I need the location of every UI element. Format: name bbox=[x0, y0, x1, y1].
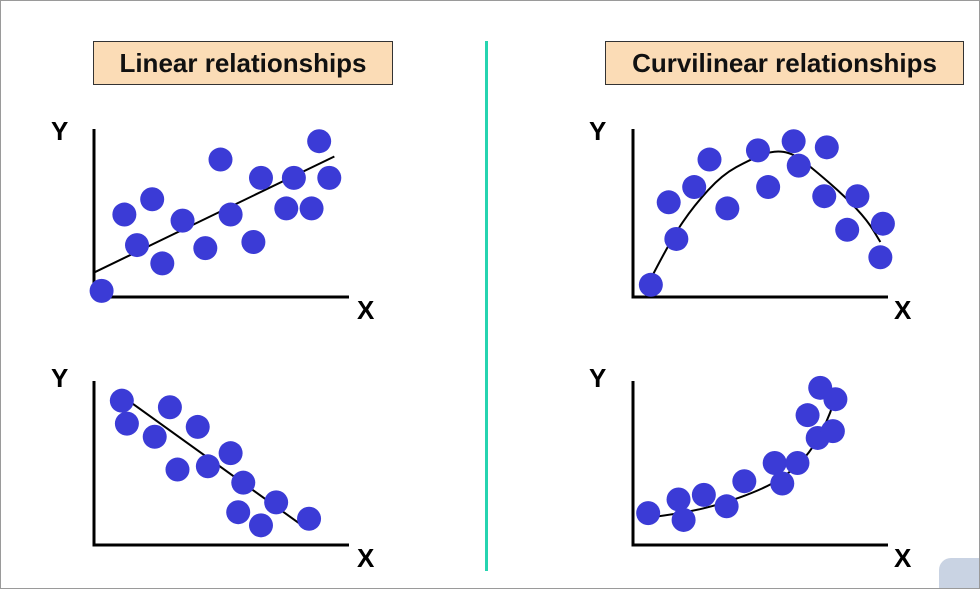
curvilinear-exponential-point-4 bbox=[714, 494, 739, 519]
curvilinear-peak-point-12 bbox=[835, 217, 860, 242]
linear-positive-point-5 bbox=[170, 208, 195, 233]
linear-negative-point-4 bbox=[165, 457, 190, 482]
linear-negative-point-8 bbox=[231, 470, 256, 495]
linear-negative-axes bbox=[92, 381, 349, 547]
title-curvilinear-relationships: Curvilinear relationships bbox=[605, 41, 964, 85]
curvilinear-peak-x-label: X bbox=[894, 295, 912, 325]
vertical-divider bbox=[485, 41, 488, 571]
curvilinear-exponential-point-2 bbox=[671, 507, 696, 532]
curvilinear-peak-point-13 bbox=[845, 184, 870, 209]
linear-positive-point-14 bbox=[307, 129, 332, 154]
linear-positive-point-10 bbox=[248, 165, 273, 190]
curvilinear-exponential-point-7 bbox=[770, 471, 795, 496]
curvilinear-exponential-point-5 bbox=[732, 469, 757, 494]
curvilinear-peak-point-14 bbox=[870, 211, 895, 236]
linear-negative-y-label: Y bbox=[51, 363, 68, 393]
curvilinear-peak-point-8 bbox=[781, 129, 806, 154]
linear-negative-point-6 bbox=[195, 454, 220, 479]
linear-negative-x-label: X bbox=[357, 543, 375, 573]
curvilinear-peak-point-2 bbox=[656, 190, 681, 215]
curvilinear-exponential-point-0 bbox=[636, 501, 661, 526]
linear-positive-point-4 bbox=[150, 251, 175, 276]
linear-negative-point-2 bbox=[142, 424, 167, 449]
linear-positive-point-6 bbox=[193, 236, 218, 261]
curvilinear-peak-point-3 bbox=[682, 175, 707, 200]
linear-positive-point-9 bbox=[241, 230, 266, 255]
curvilinear-exponential-y-label: Y bbox=[589, 363, 606, 393]
linear-positive-point-3 bbox=[140, 187, 165, 212]
linear-positive-x-label: X bbox=[357, 295, 375, 325]
linear-positive-point-13 bbox=[299, 196, 324, 221]
curvilinear-peak-point-7 bbox=[756, 175, 781, 200]
linear-negative-point-5 bbox=[185, 414, 210, 439]
linear-positive-point-8 bbox=[218, 202, 243, 227]
curvilinear-peak-point-10 bbox=[812, 184, 837, 209]
linear-positive-point-0 bbox=[89, 278, 114, 303]
curvilinear-peak-point-5 bbox=[715, 196, 740, 221]
linear-negative-point-11 bbox=[264, 490, 289, 515]
curvilinear-exponential-x-label: X bbox=[894, 543, 912, 573]
curvilinear-peak-point-1 bbox=[664, 226, 689, 251]
linear-negative-point-9 bbox=[226, 500, 251, 525]
linear-positive-point-1 bbox=[112, 202, 137, 227]
curvilinear-exponential-point-13 bbox=[823, 387, 848, 412]
linear-positive-point-2 bbox=[125, 233, 150, 258]
curvilinear-peak-point-0 bbox=[638, 272, 663, 297]
curvilinear-peak-point-6 bbox=[745, 138, 770, 163]
curvilinear-exponential-point-6 bbox=[762, 451, 787, 475]
corner-decoration bbox=[939, 558, 979, 588]
curvilinear-exponential-point-12 bbox=[820, 419, 845, 444]
linear-negative-point-7 bbox=[218, 441, 243, 466]
linear-positive-y-label: Y bbox=[51, 116, 68, 146]
linear-negative-point-10 bbox=[248, 513, 273, 538]
curvilinear-peak-point-9 bbox=[786, 153, 811, 178]
curvilinear-peak-trend-line bbox=[649, 150, 882, 280]
linear-negative-point-1 bbox=[114, 411, 139, 436]
curvilinear-exponential-point-8 bbox=[785, 451, 810, 475]
title-linear-relationships: Linear relationships bbox=[93, 41, 393, 85]
curvilinear-peak-y-label: Y bbox=[589, 116, 606, 146]
linear-negative-point-0 bbox=[109, 388, 134, 413]
curvilinear-peak-point-15 bbox=[868, 245, 893, 270]
curvilinear-peak-point-4 bbox=[697, 147, 722, 172]
linear-negative-point-3 bbox=[157, 395, 182, 420]
curvilinear-exponential-axes bbox=[631, 381, 888, 547]
curvilinear-peak-axes bbox=[631, 129, 888, 299]
curvilinear-peak-point-11 bbox=[814, 135, 839, 160]
curvilinear-exponential-point-1 bbox=[666, 487, 691, 512]
linear-negative-point-12 bbox=[297, 506, 322, 531]
linear-positive-point-15 bbox=[317, 165, 342, 190]
curvilinear-exponential-point-9 bbox=[795, 403, 820, 428]
curvilinear-exponential-point-3 bbox=[691, 482, 716, 507]
linear-positive-point-11 bbox=[274, 196, 299, 221]
linear-positive-point-12 bbox=[281, 165, 306, 190]
linear-positive-point-7 bbox=[208, 147, 233, 172]
